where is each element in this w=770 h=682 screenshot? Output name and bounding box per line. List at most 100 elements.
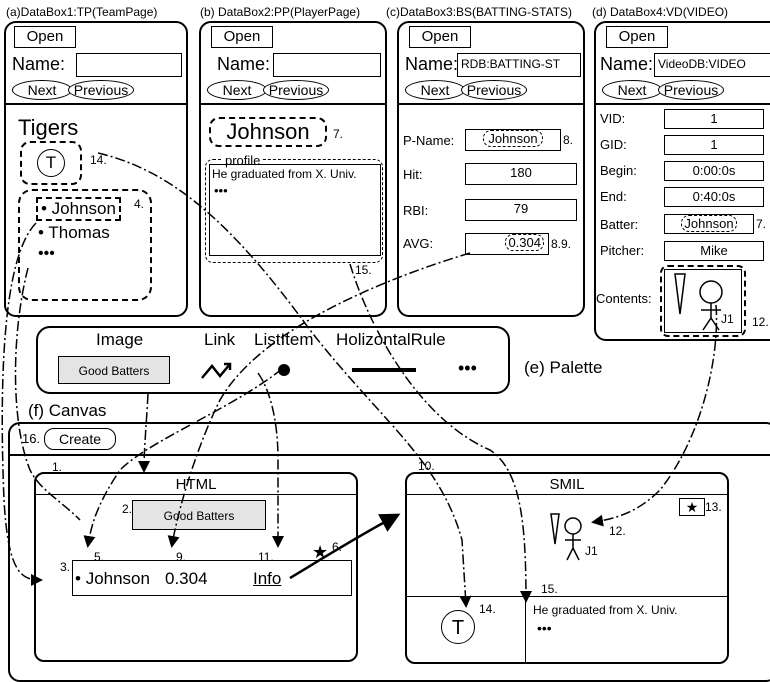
databox4-caption: (d) DataBox4:VD(VIDEO) xyxy=(592,5,729,19)
smil-text: He graduated from X. Univ. xyxy=(533,603,678,617)
video-value: 0:40:0s xyxy=(664,187,764,207)
palette: Image Link ListItem HolizontalRule Good … xyxy=(36,326,510,394)
video-label: Pitcher: xyxy=(600,243,645,258)
create-num: 16. xyxy=(22,431,41,446)
team-title: Tigers xyxy=(18,115,79,140)
databox2-next-button[interactable]: Next xyxy=(207,80,267,100)
video-label: End: xyxy=(600,189,627,204)
list-item: • Johnson xyxy=(75,569,150,588)
databox2-open-button[interactable]: Open xyxy=(211,26,273,48)
databox3-open-button[interactable]: Open xyxy=(409,26,471,48)
stat-label: P-Name: xyxy=(403,133,455,148)
video-value: 0:00:0s xyxy=(664,161,764,181)
databox2: Open Name: Next Previous Johnson 7. prof… xyxy=(199,21,387,317)
link-tool-icon[interactable] xyxy=(200,358,238,382)
stat-label: RBI: xyxy=(403,203,429,218)
databox2-previous-button[interactable]: Previous xyxy=(263,80,329,100)
smil-figure-num: 12. xyxy=(609,524,626,538)
stat-num: 8. xyxy=(563,133,574,147)
palette-caption: (e) Palette xyxy=(524,358,603,377)
databox1-previous-button[interactable]: Previous xyxy=(68,80,134,100)
smil-logo-icon: T xyxy=(441,610,475,644)
html-image-num: 2. xyxy=(122,502,133,516)
contents-label: Contents: xyxy=(596,291,652,306)
html-image[interactable]: Good Batters xyxy=(132,500,266,530)
stat-value-text: Johnson xyxy=(483,130,543,147)
databox3: Open Name: RDB:BATTING-ST Next Previous … xyxy=(397,21,585,317)
stat-label: Hit: xyxy=(403,167,423,182)
palette-more: ••• xyxy=(458,358,477,378)
databox4-name-label: Name: xyxy=(600,54,654,74)
stat-num: 8.9. xyxy=(551,237,572,251)
stat-value: 0.304 xyxy=(465,233,549,255)
profile-textarea[interactable]: He graduated from X. Univ. ••• xyxy=(209,164,381,256)
palette-item-image-label: Image xyxy=(96,330,144,349)
databox1-caption: (a)DataBox1:TP(TeamPage) xyxy=(6,5,158,19)
databox2-name-input[interactable] xyxy=(273,53,381,77)
smil-text-num: 15. xyxy=(541,582,558,596)
databox3-previous-button[interactable]: Previous xyxy=(461,80,527,100)
smil-window-num: 10. xyxy=(418,459,435,473)
databox1-next-button[interactable]: Next xyxy=(12,80,72,100)
html-window-title: HTML xyxy=(175,476,217,493)
databox4-next-button[interactable]: Next xyxy=(602,80,662,100)
player-name: Johnson xyxy=(209,117,327,147)
player-list: • Johnson • Thomas ••• xyxy=(18,189,152,301)
star-button[interactable]: ★ xyxy=(679,498,705,516)
video-value: 1 xyxy=(664,109,764,129)
video-label: VID: xyxy=(600,111,626,126)
video-value-text: Johnson xyxy=(681,215,737,232)
databox1: Open Name: Next Previous Tigers T 14. • … xyxy=(4,21,188,317)
contents-video[interactable]: J1 xyxy=(664,269,742,333)
palette-item-listitem-label: ListItem xyxy=(254,330,314,349)
logo-num: 14. xyxy=(90,153,107,167)
databox1-name-input[interactable] xyxy=(76,53,182,77)
html-link[interactable]: Info xyxy=(253,569,282,588)
databox1-open-button[interactable]: Open xyxy=(14,26,76,48)
listitem-tool-icon[interactable] xyxy=(278,364,290,376)
team-logo-icon: T xyxy=(37,149,65,177)
stat-label: AVG: xyxy=(403,236,434,251)
profile-text: He graduated from X. Univ. xyxy=(212,167,357,181)
video-value: 1 xyxy=(664,135,764,155)
databox4-name-input[interactable]: VideoDB:VIDEO xyxy=(654,53,770,77)
html-list-row[interactable]: • Johnson 0.304 Info xyxy=(72,560,352,596)
stat-value-text: 0.304 xyxy=(505,234,544,251)
video-label: Batter: xyxy=(600,217,639,232)
smil-star-num: 13. xyxy=(705,500,722,514)
databox4: Open Name: VideoDB:VIDEO Next Previous V… xyxy=(594,21,770,341)
databox1-name-label: Name: xyxy=(12,54,66,74)
stat-value: 180 xyxy=(465,163,577,185)
batter-num: 7. xyxy=(756,217,767,231)
smil-window: SMIL ★ 13. J1 12. 15. T 14. He graduated… xyxy=(405,472,729,664)
databox3-caption: (c)DataBox3:BS(BATTING-STATS) xyxy=(386,5,573,19)
html-avg: 0.304 xyxy=(165,569,208,588)
html-num: 6. xyxy=(332,540,343,554)
player-name-num: 7. xyxy=(333,127,344,141)
list-item[interactable]: • Johnson xyxy=(36,197,121,221)
smil-figure-label: J1 xyxy=(585,544,598,558)
smil-window-title: SMIL xyxy=(549,476,585,493)
palette-item-hr-label: HolizontalRule xyxy=(336,330,446,349)
smil-logo-num: 14. xyxy=(479,602,496,616)
smil-more: ••• xyxy=(537,620,552,636)
databox4-open-button[interactable]: Open xyxy=(606,26,668,48)
html-player: Johnson xyxy=(85,569,150,588)
databox4-previous-button[interactable]: Previous xyxy=(658,80,724,100)
canvas-caption: (f) Canvas xyxy=(28,401,107,420)
hr-tool-icon[interactable] xyxy=(352,368,416,372)
list-item[interactable]: • Thomas xyxy=(38,223,110,242)
list-item: ••• xyxy=(38,245,55,262)
databox2-caption: (b) DataBox2:PP(PlayerPage) xyxy=(200,5,361,19)
databox3-next-button[interactable]: Next xyxy=(405,80,465,100)
create-button[interactable]: Create xyxy=(44,428,116,450)
video-label: Begin: xyxy=(600,163,637,178)
databox3-name-label: Name: xyxy=(405,54,459,74)
figure-label: J1 xyxy=(721,312,734,326)
contents-num: 12. xyxy=(752,315,769,329)
palette-image-tool[interactable]: Good Batters xyxy=(58,356,170,384)
databox3-name-input[interactable]: RDB:BATTING-ST xyxy=(457,53,581,77)
palette-item-link-label: Link xyxy=(204,330,236,349)
video-label: GID: xyxy=(600,137,627,152)
video-value: Johnson xyxy=(664,214,754,234)
